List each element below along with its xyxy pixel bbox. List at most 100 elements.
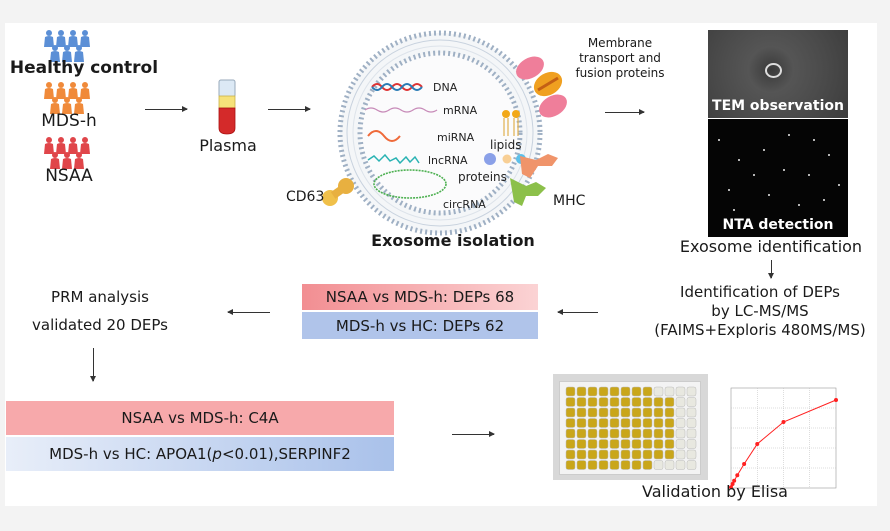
plate-well — [675, 428, 686, 439]
person-head — [52, 97, 58, 103]
plate-well — [609, 428, 620, 439]
plate-well — [576, 418, 587, 428]
person-head — [58, 137, 64, 143]
person-head — [64, 45, 70, 51]
plate-well — [664, 418, 675, 428]
person-body — [62, 158, 72, 169]
plate-well — [565, 460, 576, 470]
nta-particle — [788, 134, 790, 136]
circrna-label: circRNA — [443, 198, 486, 211]
person-head — [52, 45, 58, 51]
result-mds-p: p — [212, 445, 222, 463]
person-body — [56, 143, 66, 154]
result-mds-prefix: MDS-h vs HC: APOA1( — [49, 445, 213, 463]
person-head — [46, 30, 52, 36]
mrna-icon — [364, 107, 438, 113]
lcms-line: Identification of DEPs — [680, 283, 840, 301]
nsaa-people-icon — [44, 137, 90, 169]
plate-well — [686, 439, 697, 449]
plate-well — [609, 418, 620, 428]
plate-well — [620, 439, 631, 449]
plate-well — [609, 460, 620, 470]
plate-well — [642, 397, 653, 407]
prm-line: PRM analysis — [51, 288, 149, 306]
plate-well — [664, 397, 675, 407]
plate-well — [576, 460, 587, 470]
circrna-icon — [373, 169, 447, 199]
plate-well — [653, 439, 664, 449]
plate-well — [653, 397, 664, 407]
nta-particle — [718, 139, 720, 141]
plate-well — [587, 418, 598, 428]
result-mds-suffix: <0.01),SERPINF2 — [221, 445, 351, 463]
person-body — [80, 36, 90, 47]
deps-nsaa-box: NSAA vs MDS-h: DEPs 68 — [302, 284, 538, 310]
plate-well — [631, 397, 642, 407]
person-head — [70, 30, 76, 36]
plate-well — [631, 407, 642, 418]
plate-well — [631, 428, 642, 439]
plate-well — [631, 449, 642, 460]
arrow-results-to-elisa — [452, 431, 495, 437]
nta-particle — [733, 209, 735, 211]
deps-mds-box: MDS-h vs HC: DEPs 62 — [302, 312, 538, 339]
plate-well — [664, 460, 675, 470]
plate-well — [598, 439, 609, 449]
mds-h-people-icon — [44, 82, 90, 114]
validation-by-elisa-label: Validation by Elisa — [642, 482, 788, 501]
nta-particle — [763, 149, 765, 151]
curve-point — [781, 420, 786, 424]
plate-well — [642, 439, 653, 449]
person-body — [74, 51, 84, 62]
elisa-standard-curve — [729, 387, 838, 490]
plate-well — [598, 428, 609, 439]
person-body — [62, 103, 72, 114]
membrane-proteins-line: fusion proteins — [575, 66, 665, 80]
plate-well — [587, 397, 598, 407]
person-body — [68, 143, 78, 154]
mhc-label: MHC — [553, 193, 586, 209]
mirna-icon — [367, 130, 401, 142]
nta-particle — [798, 204, 800, 206]
healthy-control-label: Healthy control — [9, 58, 159, 78]
plate-well — [576, 386, 587, 397]
plate-well — [675, 386, 686, 397]
plate-well — [565, 418, 576, 428]
plate-well — [598, 460, 609, 470]
plate-well — [686, 407, 697, 418]
plate-well — [587, 428, 598, 439]
plate-well — [664, 428, 675, 439]
plate-well — [565, 386, 576, 397]
lncrna-icon — [367, 153, 420, 165]
plate-well — [598, 386, 609, 397]
plate-well — [642, 428, 653, 439]
person-head — [82, 82, 88, 88]
nta-particle — [823, 199, 825, 201]
arrow-lcms-to-deps — [557, 309, 598, 315]
plate-well — [620, 397, 631, 407]
person-body — [68, 36, 78, 47]
lcms-text: Identification of DEPs by LC-MS/MS (FAIM… — [625, 283, 890, 340]
plate-well — [565, 407, 576, 418]
person-body — [44, 88, 54, 99]
membrane-proteins-line: Membrane — [587, 36, 653, 50]
exosome-identification-label: Exosome identification — [679, 237, 863, 256]
deps-mds-label: MDS-h vs HC: DEPs 62 — [335, 316, 505, 335]
membrane-proteins-line: transport and — [579, 51, 661, 65]
plate-wells — [565, 386, 697, 470]
nta-particle — [768, 194, 770, 196]
nta-particle — [738, 159, 740, 161]
tem-observation-label: TEM observation — [712, 98, 844, 114]
plate-well — [642, 407, 653, 418]
plate-well — [653, 460, 664, 470]
plate-well — [653, 449, 664, 460]
nta-particle — [753, 174, 755, 176]
proteins-label: proteins — [458, 170, 507, 184]
person-head — [70, 137, 76, 143]
plate-well — [642, 386, 653, 397]
exosome-particle-icon — [765, 63, 782, 78]
curve-point — [729, 485, 733, 490]
person-body — [56, 88, 66, 99]
plate-well — [576, 439, 587, 449]
plate-well — [565, 449, 576, 460]
